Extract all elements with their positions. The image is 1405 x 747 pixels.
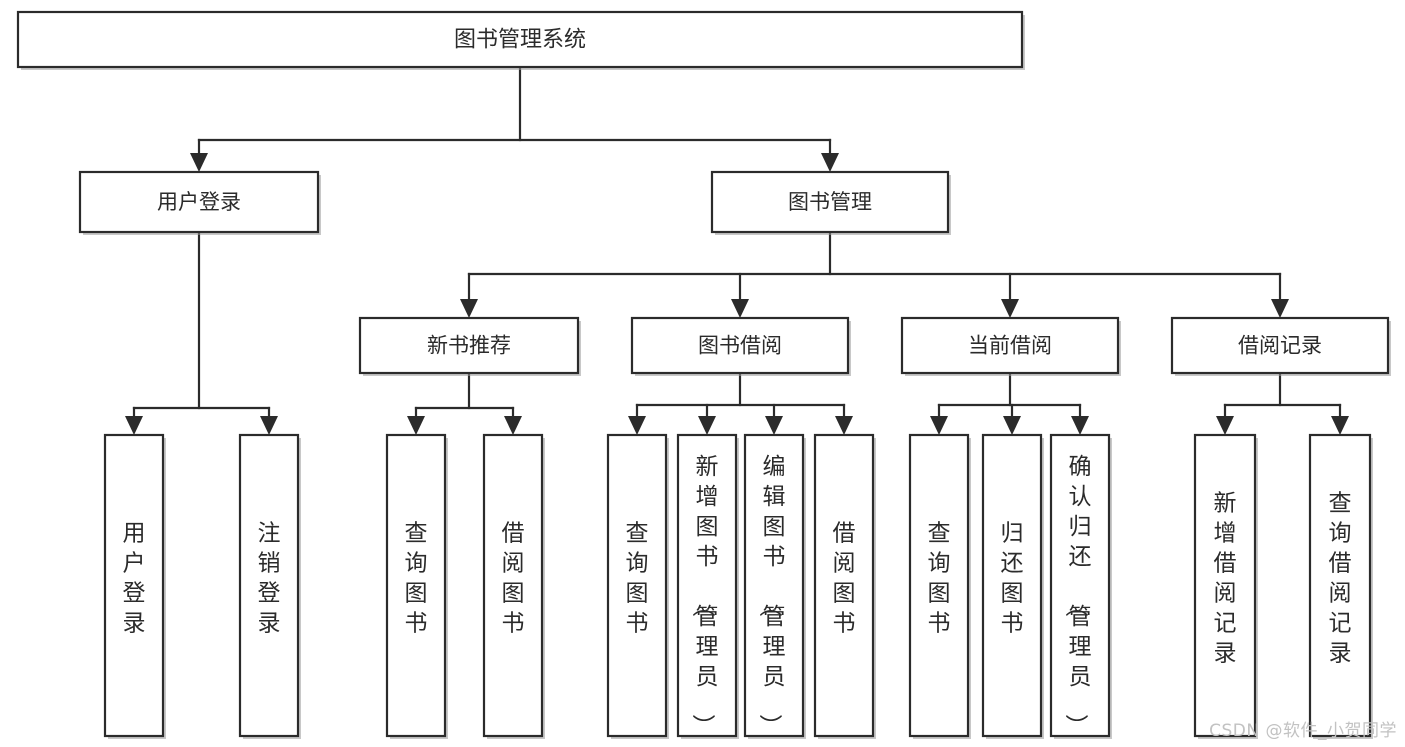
arrow-head-icon <box>1003 416 1021 435</box>
node-rect[interactable] <box>103 433 165 738</box>
node-rect[interactable] <box>238 433 300 738</box>
node-rect[interactable] <box>1308 433 1372 738</box>
node-leaf-borrow-book-1[interactable]: 借阅图书 <box>482 433 545 739</box>
node-label: 图书管理 <box>788 190 872 214</box>
boxes-layer: 图书管理系统用户登录图书管理新书推荐图书借阅当前借阅借阅记录用户登录注销登录查询… <box>16 10 1391 739</box>
node-label: 图书管理系统 <box>454 28 586 53</box>
node-leaf-edit-book[interactable]: 编辑图书（管理员） <box>743 433 806 739</box>
node-label: 注销登录 <box>258 521 281 637</box>
node-label: 新书推荐 <box>427 334 511 358</box>
node-leaf-confirm-return[interactable]: 确认归还（管理员） <box>1049 433 1112 739</box>
arrow-head-icon <box>1001 299 1019 318</box>
node-leaf-user-logout[interactable]: 注销登录 <box>238 433 301 739</box>
node-label: 用户登录 <box>157 190 241 214</box>
node-label: 新增图书（管理员） <box>690 454 719 737</box>
arrow-head-icon <box>628 416 646 435</box>
node-leaf-add-record[interactable]: 新增借阅记录 <box>1193 433 1258 739</box>
node-label: 新增借阅记录 <box>1214 491 1237 667</box>
node-rect[interactable] <box>710 170 950 234</box>
node-label: 借阅图书 <box>502 521 525 637</box>
arrow-head-icon <box>930 416 948 435</box>
node-rect[interactable] <box>1049 433 1111 738</box>
node-label: 查询图书 <box>626 521 649 637</box>
node-rect[interactable] <box>676 433 738 738</box>
node-rect[interactable] <box>630 316 850 375</box>
node-leaf-query-book-2[interactable]: 查询图书 <box>606 433 669 739</box>
node-label: 图书借阅 <box>698 334 782 358</box>
arrow-head-icon <box>698 416 716 435</box>
arrow-head-icon <box>835 416 853 435</box>
arrow-head-icon <box>460 299 478 318</box>
node-rect[interactable] <box>78 170 320 234</box>
node-rect[interactable] <box>358 316 580 375</box>
csdn-watermark: CSDN @软件_小贺同学 <box>1209 721 1397 741</box>
node-label: 归还图书 <box>1001 521 1024 637</box>
node-rect[interactable] <box>813 433 875 738</box>
node-leaf-borrow-book-2[interactable]: 借阅图书 <box>813 433 876 739</box>
node-label: 查询借阅记录 <box>1329 491 1352 667</box>
node-leaf-add-book[interactable]: 新增图书（管理员） <box>676 433 739 739</box>
node-leaf-query-record[interactable]: 查询借阅记录 <box>1308 433 1373 739</box>
arrow-head-icon <box>1331 416 1349 435</box>
node-new-book-recommend[interactable]: 新书推荐 <box>358 316 581 376</box>
node-rect[interactable] <box>1193 433 1257 738</box>
arrow-head-icon <box>1271 299 1289 318</box>
node-label: 编辑图书（管理员） <box>757 454 786 737</box>
node-label: 确认归还（管理员） <box>1063 454 1092 737</box>
node-label: 用户登录 <box>123 521 146 637</box>
node-rect[interactable] <box>16 10 1024 69</box>
node-user-login[interactable]: 用户登录 <box>78 170 321 235</box>
node-leaf-query-book-3[interactable]: 查询图书 <box>908 433 971 739</box>
node-leaf-query-book-1[interactable]: 查询图书 <box>385 433 448 739</box>
node-rect[interactable] <box>1170 316 1390 375</box>
node-book-management[interactable]: 图书管理 <box>710 170 951 235</box>
node-label: 借阅记录 <box>1238 334 1322 358</box>
arrow-head-icon <box>504 416 522 435</box>
arrow-head-icon <box>125 416 143 435</box>
node-current-borrow[interactable]: 当前借阅 <box>900 316 1121 376</box>
arrow-head-icon <box>731 299 749 318</box>
arrow-head-icon <box>407 416 425 435</box>
node-label: 查询图书 <box>405 521 428 637</box>
node-rect[interactable] <box>908 433 970 738</box>
node-rect[interactable] <box>743 433 805 738</box>
arrow-head-icon <box>821 153 839 172</box>
node-label: 当前借阅 <box>968 334 1052 358</box>
node-leaf-return-book[interactable]: 归还图书 <box>981 433 1044 739</box>
arrow-head-icon <box>190 153 208 172</box>
node-borrow-record[interactable]: 借阅记录 <box>1170 316 1391 376</box>
arrow-head-icon <box>1071 416 1089 435</box>
node-label: 查询图书 <box>928 521 951 637</box>
node-rect[interactable] <box>385 433 447 738</box>
arrow-head-icon <box>260 416 278 435</box>
node-rect[interactable] <box>900 316 1120 375</box>
node-book-borrow[interactable]: 图书借阅 <box>630 316 851 376</box>
node-rect[interactable] <box>981 433 1043 738</box>
connectors-layer <box>125 65 1349 435</box>
node-leaf-user-login[interactable]: 用户登录 <box>103 433 166 739</box>
arrow-head-icon <box>765 416 783 435</box>
node-rect[interactable] <box>606 433 668 738</box>
node-rect[interactable] <box>482 433 544 738</box>
node-label: 借阅图书 <box>833 521 856 637</box>
node-root[interactable]: 图书管理系统 <box>16 10 1025 70</box>
arrow-head-icon <box>1216 416 1234 435</box>
